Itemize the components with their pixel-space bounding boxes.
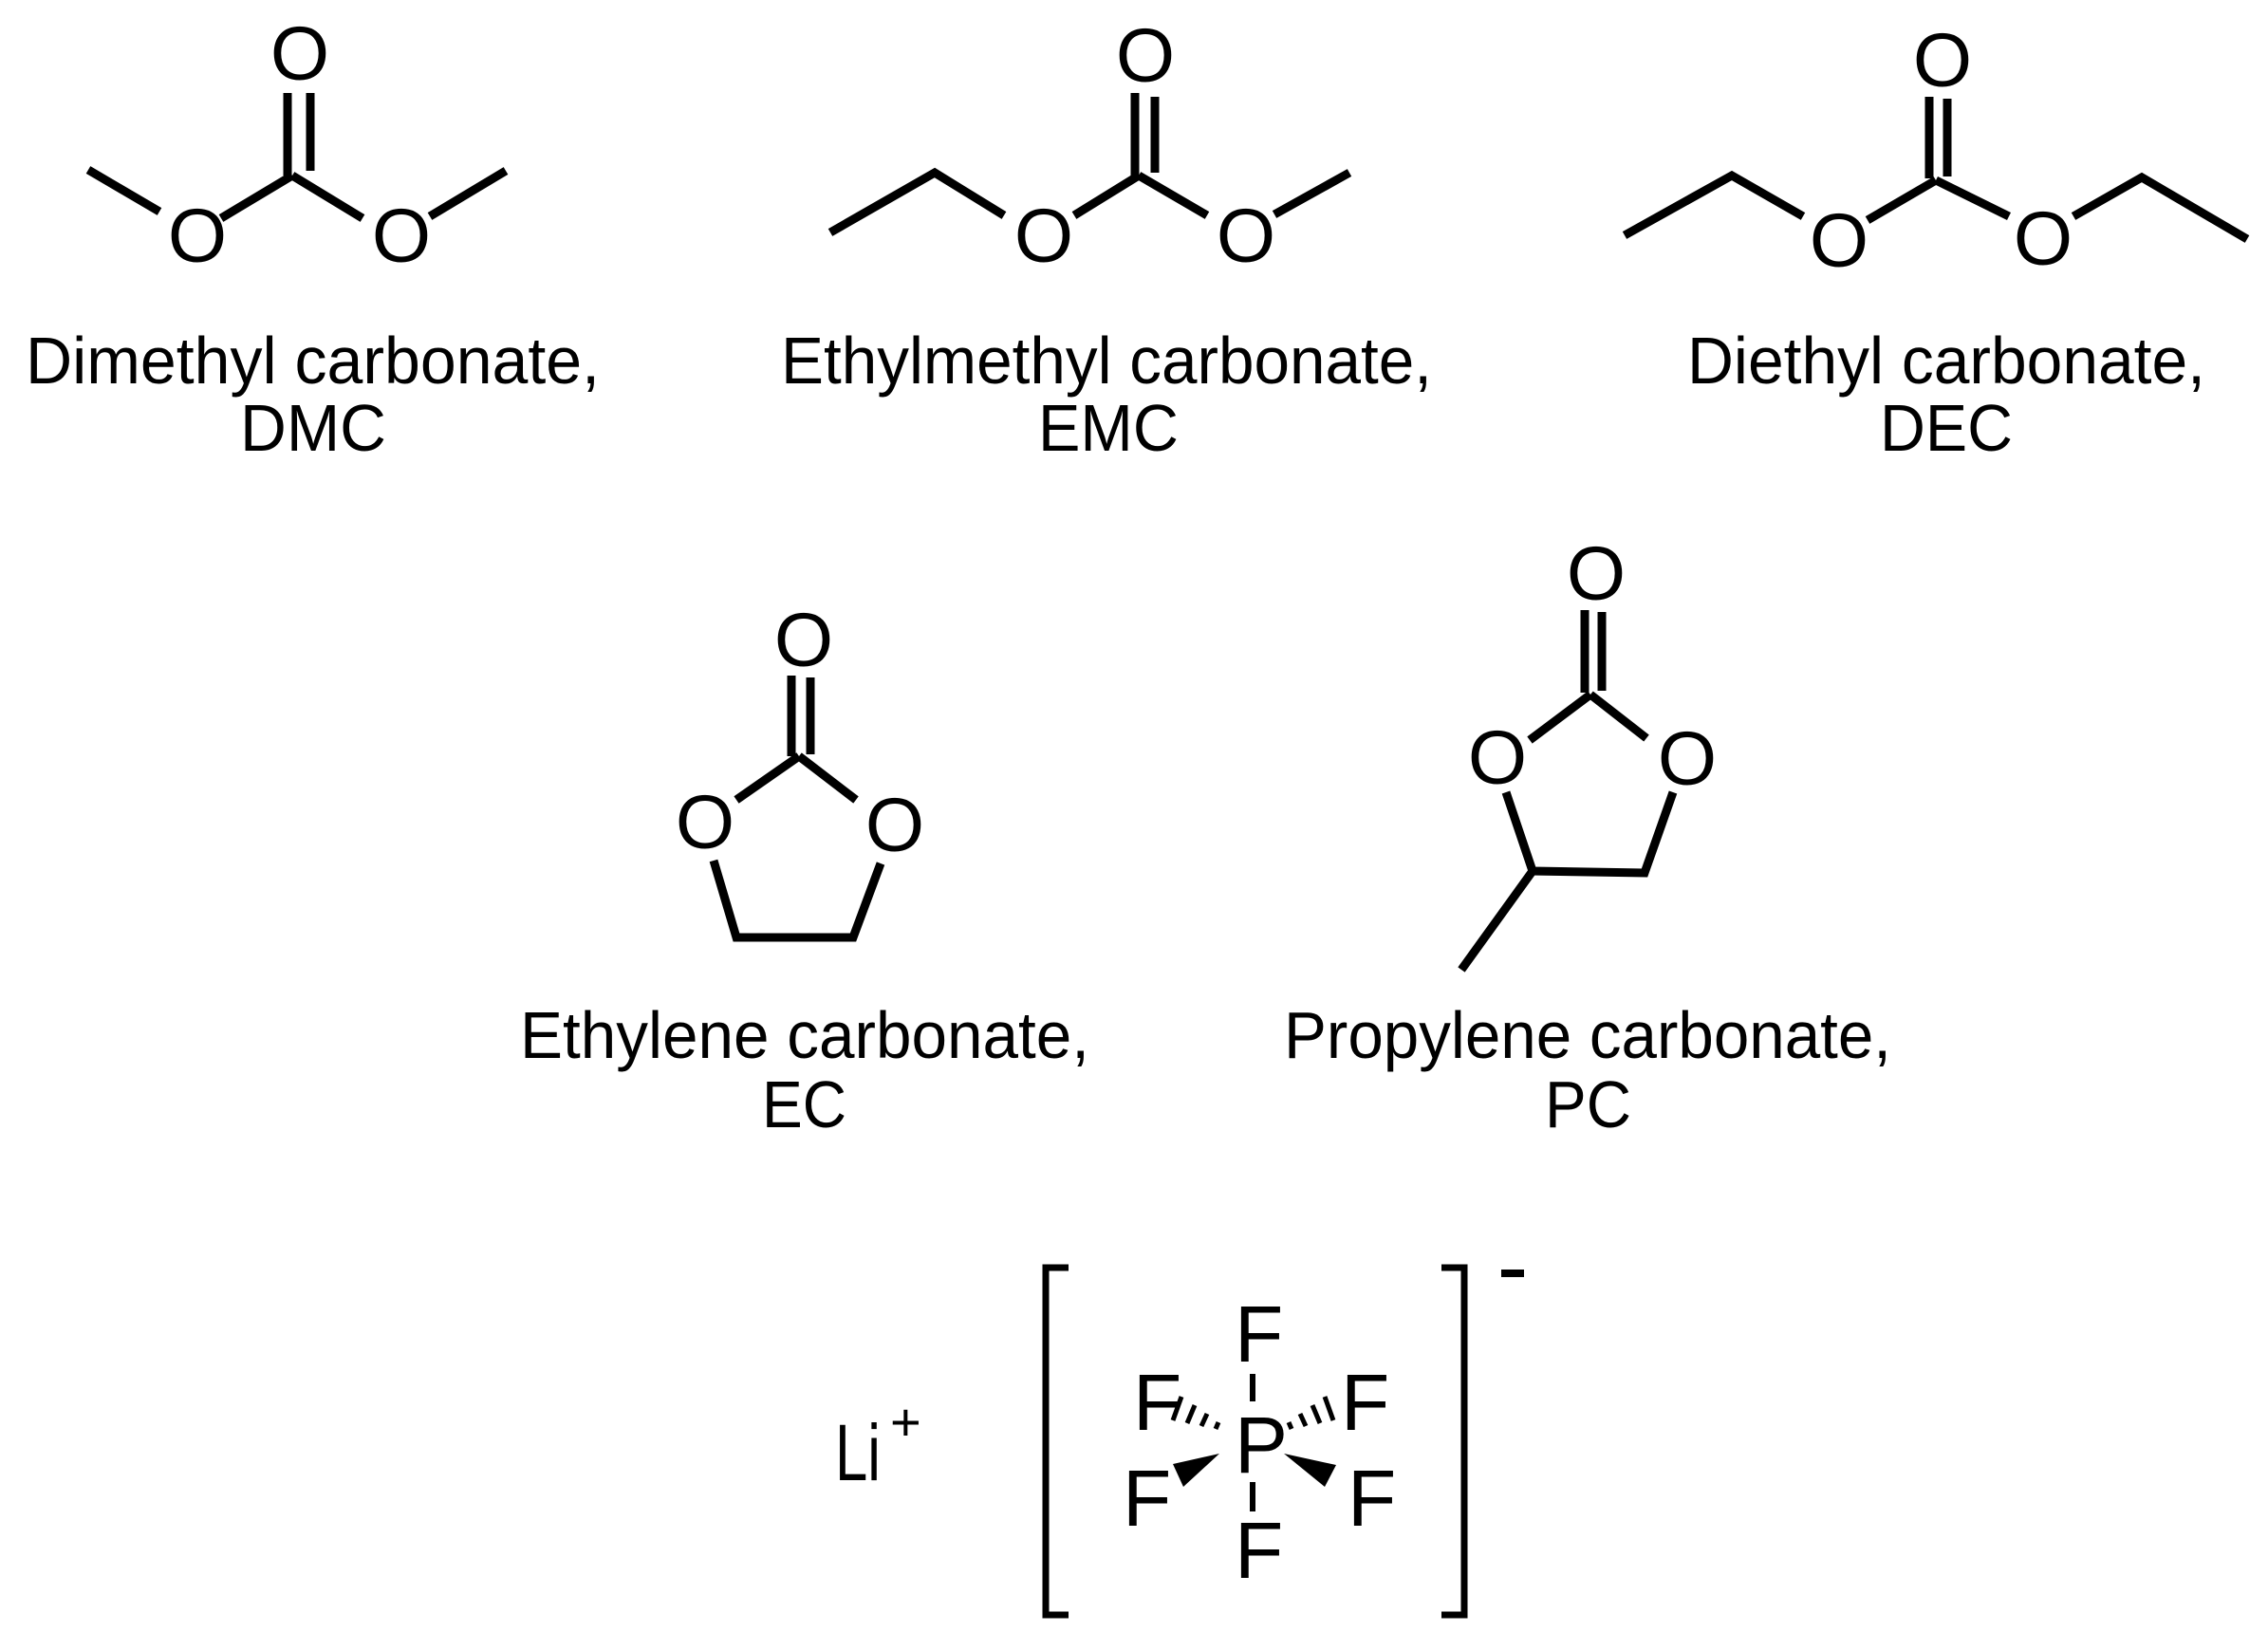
- left-bracket: [1042, 1264, 1069, 1619]
- methyl-bond: [427, 167, 509, 220]
- single-bond: [1865, 176, 1939, 224]
- oxygen-atom: O: [2014, 196, 2073, 281]
- fluorine-atom-upper-left: F: [1133, 1358, 1181, 1447]
- ethyl-chain: [2071, 172, 2250, 243]
- ec-name-label: Ethylene carbonate,: [520, 998, 1089, 1072]
- single-bond: [1071, 172, 1142, 219]
- ring-bond: [709, 859, 885, 942]
- wedge-bond-lower-left: [1173, 1454, 1219, 1487]
- oxygen-atom: O: [676, 780, 734, 864]
- lithium-cation: Li: [835, 1408, 881, 1497]
- ec-abbr-label: EC: [762, 1067, 846, 1141]
- oxygen-atom: O: [168, 194, 227, 278]
- ethyl-chain: [1622, 170, 1806, 239]
- oxygen-atom: O: [1217, 194, 1275, 278]
- fluorine-atom-upper-right: F: [1341, 1358, 1389, 1447]
- oxygen-atom: O: [774, 598, 833, 682]
- ring-bond: [796, 752, 859, 804]
- dec-abbr-label: DEC: [1880, 391, 2013, 465]
- pc-structure: O O O: [1458, 531, 1717, 973]
- cation-charge: +: [890, 1392, 921, 1452]
- ring-bond: [1501, 790, 1678, 878]
- ring-bond: [734, 752, 802, 804]
- fluorine-atom-bottom: F: [1235, 1506, 1283, 1595]
- oxygen-atom: O: [1913, 18, 1972, 102]
- dmc-name-label: Dimethyl carbonate,: [26, 324, 600, 398]
- single-bond: [218, 172, 295, 222]
- emc-abbr-label: EMC: [1038, 391, 1179, 465]
- lipf6-salt: Li + P F F F F F F: [835, 1264, 1524, 1619]
- oxygen-atom: O: [865, 783, 924, 867]
- ring-bond: [1588, 691, 1649, 742]
- hashed-bond-upper-right: [1286, 1396, 1336, 1430]
- single-bond: [1934, 176, 2011, 221]
- dmc-structure: O O O: [85, 11, 509, 278]
- right-bracket: [1441, 1264, 1468, 1619]
- methyl-bond: [1272, 169, 1352, 218]
- dec-structure: O O O: [1622, 18, 2250, 283]
- pc-abbr-label: PC: [1545, 1067, 1631, 1141]
- ethyl-chain: [827, 167, 1007, 236]
- oxygen-atom: O: [1468, 715, 1527, 800]
- fluorine-atom-top: F: [1235, 1289, 1283, 1379]
- single-bond: [289, 172, 365, 222]
- hashed-bond-upper-left: [1170, 1396, 1221, 1430]
- oxygen-atom: O: [270, 11, 329, 96]
- dec-name-label: Diethyl carbonate,: [1687, 324, 2205, 398]
- emc-structure: O O O: [827, 13, 1352, 278]
- single-bond: [1136, 172, 1210, 219]
- phosphorus-atom: P: [1235, 1400, 1288, 1490]
- emc-name-label: Ethylmethyl carbonate,: [781, 324, 1432, 398]
- fluorine-atom-lower-left: F: [1123, 1454, 1171, 1543]
- pc-name-label: Propylene carbonate,: [1284, 998, 1891, 1072]
- oxygen-atom: O: [1810, 198, 1868, 283]
- dmc-abbr-label: DMC: [240, 391, 386, 465]
- oxygen-atom: O: [1116, 13, 1175, 98]
- methyl-bond: [1458, 868, 1536, 973]
- oxygen-atom: O: [1658, 716, 1717, 801]
- oxygen-atom: O: [1567, 531, 1626, 616]
- ec-structure: O O O: [676, 598, 924, 942]
- wedge-bond-lower-right: [1284, 1454, 1336, 1487]
- oxygen-atom: O: [1014, 194, 1073, 278]
- oxygen-atom: O: [372, 194, 431, 278]
- fluorine-atom-lower-right: F: [1348, 1454, 1396, 1543]
- ring-bond: [1527, 691, 1593, 744]
- methyl-bond: [85, 166, 162, 215]
